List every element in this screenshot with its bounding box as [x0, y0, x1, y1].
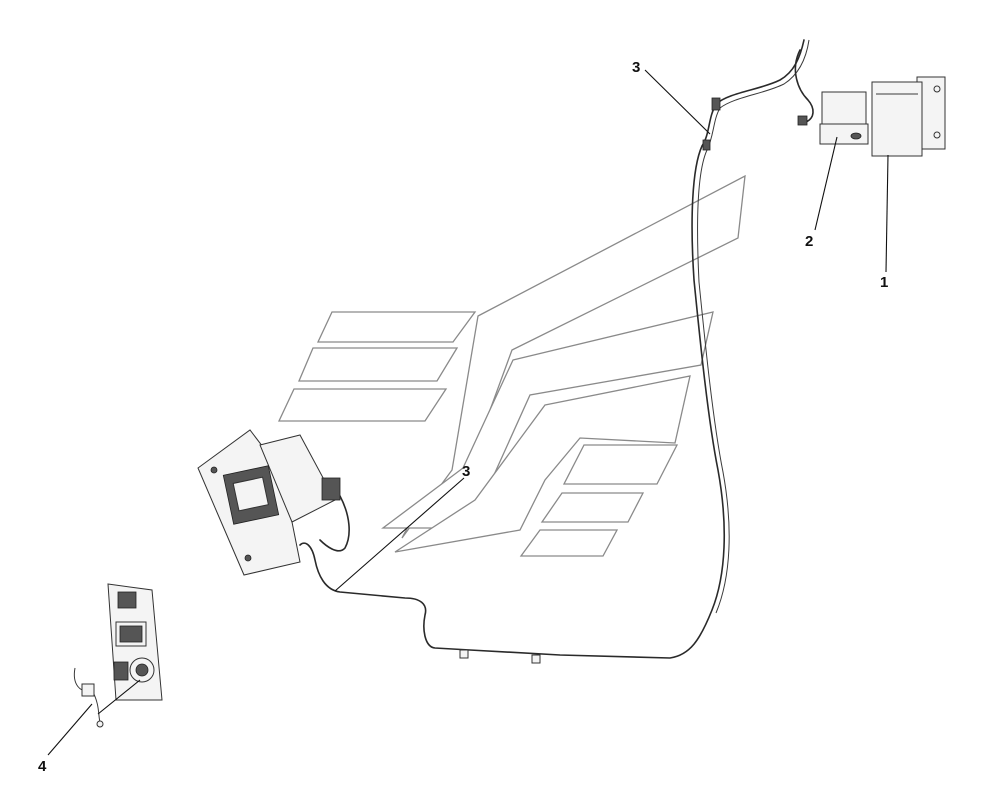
leader-1 [885, 154, 889, 273]
harness-clip-1 [459, 649, 469, 659]
leader-4a [47, 703, 93, 756]
relay-module [819, 91, 869, 145]
small-panel-switch-top [117, 591, 137, 609]
leader-2 [814, 136, 838, 231]
console-bolt-1 [210, 466, 218, 474]
small-panel-sensor [81, 683, 95, 697]
callout-1: 1 [880, 274, 888, 291]
small-panel-relay-cap [119, 625, 143, 643]
harness-connector-end [797, 115, 808, 126]
callout-3-middle: 3 [462, 463, 470, 480]
small-panel-assembly [73, 583, 163, 728]
leader-3-middle [334, 477, 465, 592]
small-panel-fitting-core [135, 663, 149, 677]
relay-module-port [850, 132, 862, 140]
ghost-lower-wing [394, 375, 691, 553]
wiring-harness [299, 39, 814, 664]
ghost-cab-outline [277, 174, 746, 557]
console-display-face [232, 476, 269, 512]
callout-2: 2 [805, 233, 813, 250]
control-unit-bolt-top [933, 85, 941, 93]
relay-module-base [819, 123, 869, 145]
harness-branch-to-relay [794, 49, 814, 123]
ghost-slat-right-1 [562, 444, 679, 485]
callout-leaders [47, 69, 889, 756]
ghost-slat-right-2 [540, 492, 645, 523]
callout-3-top: 3 [632, 59, 640, 76]
control-unit-housing [871, 81, 923, 157]
console-panel [197, 429, 341, 576]
control-unit [871, 76, 946, 157]
leader-4b [97, 679, 141, 715]
small-panel-socket [113, 661, 129, 681]
ghost-slat-left-2 [298, 347, 459, 382]
console-connector-box [321, 477, 341, 501]
small-panel-sensor-tip [96, 720, 104, 728]
harness-clip-2 [531, 654, 541, 664]
console-bolt-2 [244, 554, 252, 562]
harness-connector-top [711, 97, 721, 111]
harness-branch-to-console [319, 495, 350, 552]
ghost-slat-right-3 [519, 529, 619, 557]
ghost-slat-left-3 [277, 388, 448, 422]
leader-3-top [644, 69, 711, 135]
callout-4: 4 [38, 758, 47, 775]
ghost-slat-left-1 [316, 311, 477, 343]
callout-labels: 1 2 3 3 4 [38, 59, 888, 775]
control-unit-bolt-bottom [933, 131, 941, 139]
ghost-middle-wing [381, 311, 714, 529]
harness-connector-mid [702, 139, 711, 151]
harness-parallel-run [697, 39, 810, 614]
